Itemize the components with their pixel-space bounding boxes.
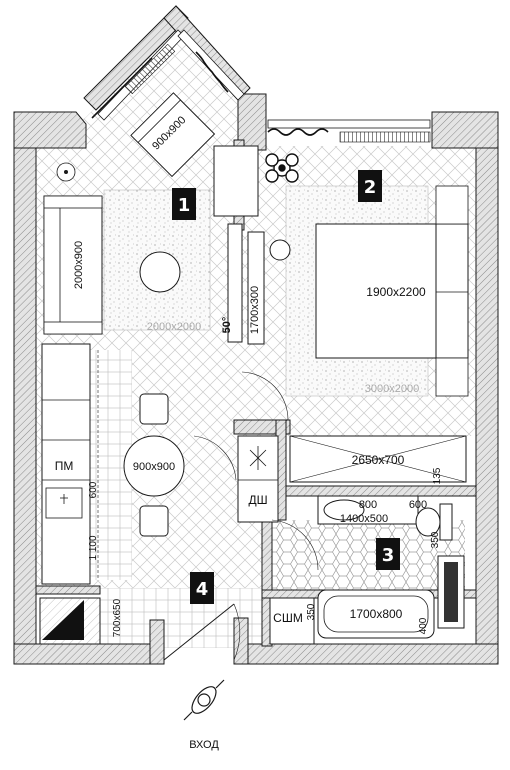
vanity-label: 1400x500 [340, 513, 388, 525]
dining-table[interactable] [123, 435, 185, 497]
washer-label: СШМ [273, 611, 303, 625]
entry-door[interactable] [163, 603, 235, 661]
counter-1100-label: 1 100 [88, 535, 99, 560]
washing-machine[interactable] [269, 597, 315, 645]
fridge-label: ПМ [55, 459, 74, 473]
bathroom [269, 495, 465, 645]
plant-icon [265, 153, 299, 183]
room-badge-4: 4 [190, 572, 214, 604]
coffee-table[interactable] [139, 251, 181, 293]
room-badge-3: 3 [376, 538, 400, 570]
door-swings [193, 371, 319, 571]
wardrobe-niche-label: 1700x300 [249, 286, 261, 334]
svg-text:1: 1 [178, 195, 191, 216]
living-rug-label: 2000x2000 [147, 321, 201, 333]
sofa-label: 2000x900 [73, 241, 85, 289]
dim-350-wc-label: 350 [430, 531, 441, 548]
kitchen [41, 343, 99, 585]
dim-400-label: 400 [418, 617, 429, 634]
armchair[interactable] [130, 92, 216, 178]
kitchen-sink[interactable] [45, 487, 83, 519]
bedroom-rug-label: 3000x2000 [365, 383, 419, 395]
room-badge-2: 2 [358, 170, 382, 202]
bedroom-chair[interactable] [269, 239, 291, 261]
dining-table-label: 900x900 [133, 461, 175, 473]
shower-label: ДШ [248, 493, 267, 507]
toilet[interactable] [415, 503, 453, 541]
kitchen-counter[interactable] [41, 343, 91, 585]
washbasin[interactable] [323, 499, 365, 521]
shower-stall[interactable] [237, 435, 279, 523]
bedroom [265, 153, 469, 397]
wardrobe-niche[interactable] [247, 231, 265, 345]
entry-closet-label: 700x650 [112, 598, 123, 637]
person-icon [183, 679, 225, 721]
bathtub-label: 1700x800 [350, 607, 403, 621]
living-room [43, 92, 265, 345]
entrance-label: ВХОД [189, 739, 219, 751]
curtains [91, 43, 431, 143]
partition-panel [227, 223, 243, 343]
nightstand-top[interactable] [435, 185, 469, 225]
angle-label: 50° [221, 317, 233, 334]
counter-600-label: 600 [88, 481, 99, 498]
hall-wardrobe-label: 2650x700 [352, 453, 405, 467]
dining-chair-top[interactable] [139, 393, 169, 425]
bed-label: 1900x2200 [366, 285, 426, 299]
svg-text:2: 2 [364, 177, 377, 198]
dining [123, 393, 185, 537]
room-badge-1: 1 [172, 188, 196, 220]
dining-chair-bottom[interactable] [139, 505, 169, 537]
hall-storage [237, 435, 467, 523]
tv-stand[interactable] [213, 145, 259, 217]
dim-350-washer-label: 350 [306, 603, 317, 620]
vanity-800-label: 800 [359, 499, 377, 511]
dim-135-label: 135 [432, 467, 443, 484]
walls [13, 5, 499, 665]
nightstand-bottom[interactable] [435, 357, 469, 397]
bathtub[interactable] [317, 589, 435, 639]
dim-600-label: 600 [409, 499, 427, 511]
entry [39, 597, 241, 661]
svg-text:3: 3 [382, 545, 395, 566]
svg-text:4: 4 [196, 579, 209, 600]
